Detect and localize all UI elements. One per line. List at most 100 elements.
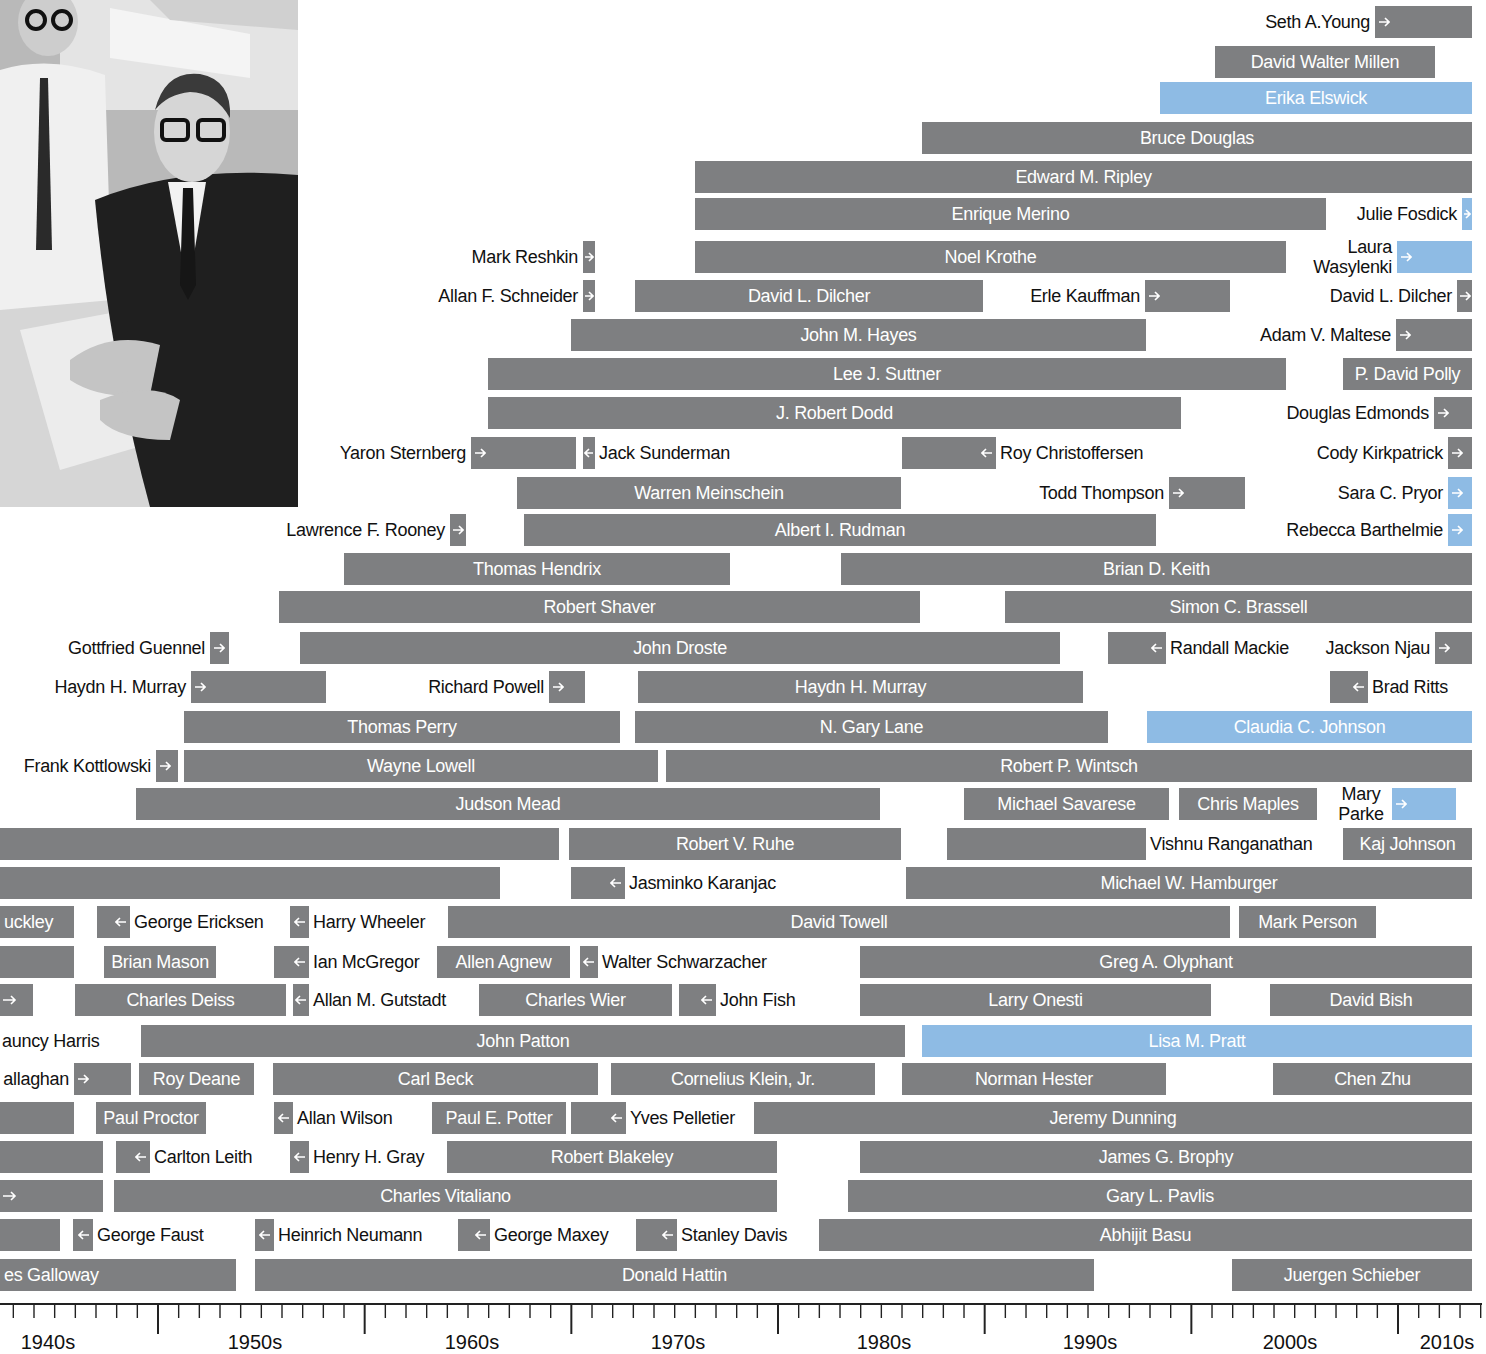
person-name: Robert Shaver	[543, 598, 655, 616]
arrow-stroke	[1173, 489, 1183, 497]
arrow-symbol	[1378, 16, 1390, 28]
person-name: Adam V. Maltese	[1260, 326, 1391, 344]
arrow-symbol	[1148, 290, 1160, 302]
tenure-bar: Cornelius Klein, Jr.	[611, 1063, 875, 1095]
photo-figure	[70, 340, 160, 396]
photo-figure	[0, 64, 112, 310]
arrow-stroke	[1460, 292, 1470, 300]
axis-tick	[798, 1304, 799, 1318]
person-name: Gary L. Pavlis	[1106, 1187, 1214, 1205]
plain-bar	[0, 984, 33, 1016]
person-name: Jackson Njau	[1326, 639, 1430, 657]
person-name: Noel Krothe	[945, 248, 1037, 266]
photo-box	[150, 0, 298, 30]
axis-tick	[157, 1304, 159, 1334]
arrow-symbol	[294, 1151, 306, 1163]
tenure-bar: John Droste	[300, 632, 1060, 664]
tenure-bar: uckley	[0, 906, 74, 938]
arrow-stroke	[195, 683, 205, 691]
arrow-symbol	[159, 760, 171, 772]
tenure-stub-bar: Walter Schwarzacher	[580, 946, 598, 978]
arrow-stroke	[475, 449, 485, 457]
tenure-bar: Claudia C. Johnson	[1147, 711, 1472, 743]
axis-tick	[1273, 1304, 1274, 1318]
plain-bar	[0, 1219, 60, 1251]
decade-label: 2010s	[1420, 1332, 1475, 1352]
axis-tick	[839, 1304, 840, 1318]
tenure-bar: Charles Vitaliano	[114, 1180, 777, 1212]
person-name: Allan F. Schneider	[438, 287, 578, 305]
tenure-bar: Gary L. Pavlis	[848, 1180, 1472, 1212]
tenure-stub-bar: Heinrich Neumann	[255, 1219, 274, 1251]
tenure-bar: P. David Polly	[1343, 358, 1472, 390]
person-name: Yaron Sternberg	[340, 444, 466, 462]
axis-tick	[1149, 1304, 1150, 1318]
person-name: Carl Beck	[398, 1070, 473, 1088]
plain-bar	[0, 828, 559, 860]
arrow-stroke	[1438, 409, 1448, 417]
person-name: Lee J. Suttner	[833, 365, 941, 383]
photo-figure	[36, 78, 52, 250]
tenure-stub-bar: Stanley Davis	[636, 1219, 677, 1251]
tenure-bar: Lee J. Suttner	[488, 358, 1286, 390]
axis-tick	[881, 1304, 882, 1318]
arrow-symbol	[213, 642, 225, 654]
person-name: Thomas Hendrix	[473, 560, 601, 578]
tenure-stub-bar: Henry H. Gray	[290, 1141, 309, 1173]
tenure-bar: Chen Zhu	[1273, 1063, 1472, 1095]
tenure-bar: Robert P. Wintsch	[666, 750, 1472, 782]
arrow-symbol	[295, 994, 307, 1006]
person-name: Yves Pelletier	[630, 1109, 735, 1127]
tenure-stub-bar: Mark Reshkin	[583, 241, 595, 273]
tenure-bar: David Bish	[1270, 984, 1472, 1016]
arrow-symbol	[1399, 329, 1411, 341]
arrow-symbol	[475, 1229, 487, 1241]
tenure-stub-bar: Yves Pelletier	[571, 1102, 626, 1134]
arrow-symbol	[584, 290, 594, 302]
arrow-stroke	[476, 1231, 486, 1239]
person-name: Lisa M. Pratt	[1148, 1032, 1245, 1050]
decade-label: 1980s	[857, 1332, 912, 1352]
photo-figure	[18, 0, 78, 56]
tenure-bar: Michael Savarese	[964, 788, 1169, 820]
axis-tick	[819, 1304, 820, 1318]
axis-tick	[199, 1304, 200, 1318]
arrow-symbol	[1353, 681, 1365, 693]
tenure-stub-bar: Jasminko Karanjac	[571, 867, 625, 899]
axis-tick	[1046, 1304, 1047, 1318]
person-name: David Towell	[790, 913, 887, 931]
tenure-bar: Edward M. Ripley	[695, 161, 1472, 193]
person-name: Cornelius Klein, Jr.	[671, 1070, 815, 1088]
axis-tick	[736, 1304, 737, 1318]
axis-tick	[550, 1304, 551, 1318]
tenure-bar: David Walter Millen	[1215, 46, 1435, 78]
arrow-symbol	[1459, 290, 1471, 302]
tenure-stub-bar: Allan M. Gutstadt	[293, 984, 309, 1016]
tenure-stub-bar: Roy Christoffersen	[902, 437, 996, 469]
person-name: Douglas Edmonds	[1286, 404, 1429, 422]
person-name: Richard Powell	[428, 678, 544, 696]
plain-bar	[0, 867, 500, 899]
axis-tick	[13, 1304, 14, 1318]
tenure-stub-bar: Adam V. Maltese	[1396, 319, 1472, 351]
axis-tick	[240, 1304, 241, 1318]
tenure-stub-bar: George Faust	[73, 1219, 93, 1251]
axis-tick	[1459, 1304, 1460, 1318]
person-name: Jasminko Karanjac	[629, 874, 776, 892]
arrow-symbol	[278, 1112, 290, 1124]
arrow-symbol	[1172, 487, 1184, 499]
tenure-stub-bar: Randall Mackie	[1108, 632, 1166, 664]
arrow-stroke	[1400, 331, 1410, 339]
photograph	[0, 0, 298, 507]
person-name: Walter Schwarzacher	[602, 953, 767, 971]
arrow-stroke	[295, 1153, 305, 1161]
tenure-stub-bar: Julie Fosdick	[1462, 198, 1472, 230]
person-name: Warren Meinschein	[634, 484, 783, 502]
axis-tick	[984, 1304, 986, 1334]
person-name: Gottfried Guennel	[68, 639, 205, 657]
arrow-symbol	[115, 916, 127, 928]
person-name: Donald Hattin	[622, 1266, 727, 1284]
tenure-bar: Haydn H. Murray	[638, 671, 1083, 703]
tenure-bar: Charles Deiss	[75, 984, 286, 1016]
axis-tick	[1108, 1304, 1109, 1318]
